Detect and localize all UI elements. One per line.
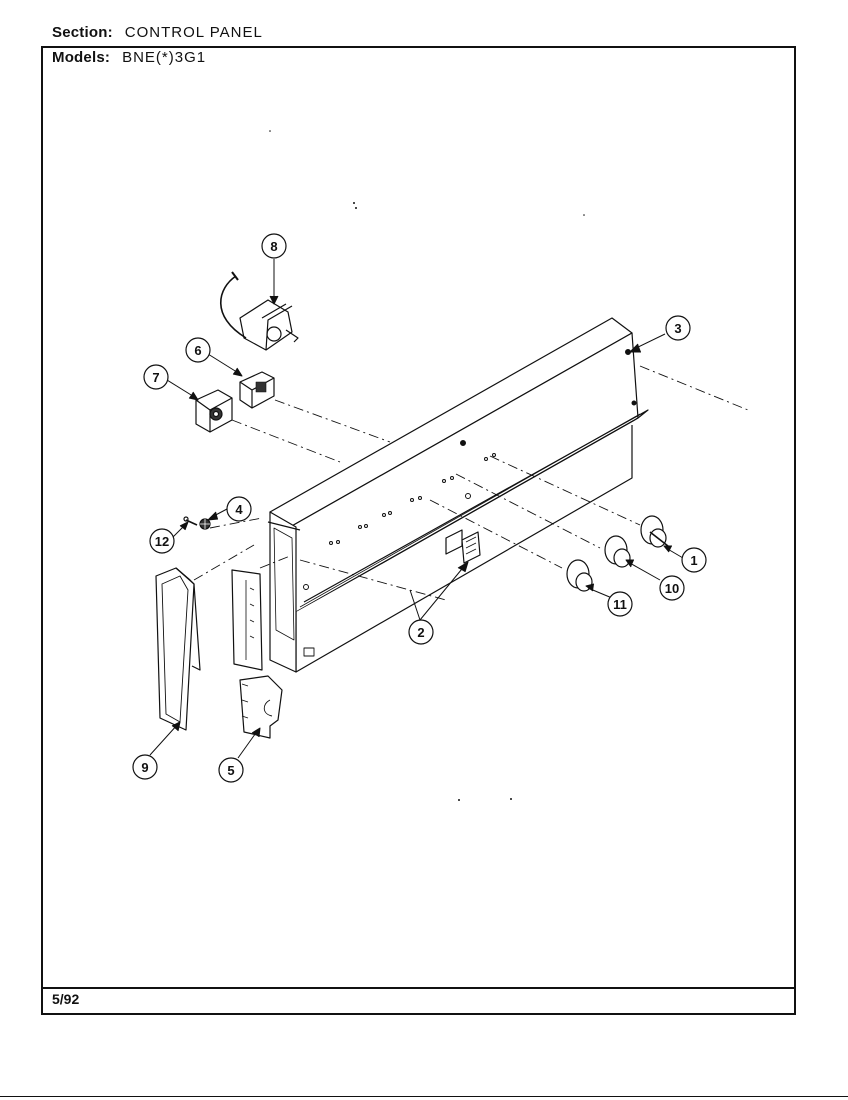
switch-part-7 bbox=[195, 389, 233, 433]
callout-6: 6 bbox=[185, 337, 211, 363]
callout-8: 8 bbox=[261, 233, 287, 259]
bracket-part-5 bbox=[231, 569, 283, 739]
callouts: 8 6 7 3 4 12 1 10 bbox=[132, 233, 707, 783]
alignment-lines bbox=[193, 365, 749, 601]
knob-part-10 bbox=[604, 535, 631, 568]
svg-text:2: 2 bbox=[417, 625, 424, 640]
svg-text:1: 1 bbox=[690, 553, 697, 568]
models-value: BNE(*)3G1 bbox=[122, 49, 207, 66]
models-header: Models: BNE(*)3G1 bbox=[52, 49, 206, 66]
footer-divider bbox=[41, 987, 794, 989]
callout-12: 12 bbox=[149, 528, 175, 554]
svg-text:3: 3 bbox=[674, 321, 681, 336]
callout-4: 4 bbox=[226, 496, 252, 522]
control-panel-body bbox=[267, 317, 649, 673]
callout-1: 1 bbox=[681, 547, 707, 573]
knob-part-1 bbox=[640, 515, 669, 548]
switch-part-2 bbox=[445, 529, 481, 564]
svg-text:10: 10 bbox=[665, 581, 679, 596]
page-edge-line bbox=[0, 1096, 848, 1097]
svg-text:12: 12 bbox=[155, 534, 169, 549]
section-header: Section: CONTROL PANEL bbox=[52, 24, 263, 41]
callout-9: 9 bbox=[132, 754, 158, 780]
callout-10: 10 bbox=[659, 575, 685, 601]
svg-text:7: 7 bbox=[152, 370, 159, 385]
callout-7: 7 bbox=[143, 364, 169, 390]
scan-specks bbox=[269, 130, 585, 801]
leader-lines bbox=[149, 259, 684, 759]
fastener-parts-4-12 bbox=[183, 516, 211, 530]
svg-text:9: 9 bbox=[141, 760, 148, 775]
timer-part-8 bbox=[219, 271, 299, 351]
switch-part-6 bbox=[239, 371, 275, 409]
diagram-frame bbox=[41, 46, 796, 1015]
end-cap-part-9 bbox=[155, 567, 201, 731]
section-label: Section: bbox=[52, 24, 113, 41]
callout-11: 11 bbox=[607, 591, 633, 617]
callout-3: 3 bbox=[665, 315, 691, 341]
svg-text:5: 5 bbox=[227, 763, 234, 778]
callout-5: 5 bbox=[218, 757, 244, 783]
models-label: Models: bbox=[52, 49, 111, 66]
revision-date: 5/92 bbox=[52, 991, 80, 1007]
panel-holes bbox=[303, 349, 637, 590]
section-value: CONTROL PANEL bbox=[124, 24, 263, 41]
svg-text:11: 11 bbox=[613, 597, 627, 612]
svg-text:6: 6 bbox=[194, 343, 201, 358]
svg-text:4: 4 bbox=[235, 502, 243, 517]
svg-text:8: 8 bbox=[270, 239, 277, 254]
callout-2: 2 bbox=[408, 619, 434, 645]
